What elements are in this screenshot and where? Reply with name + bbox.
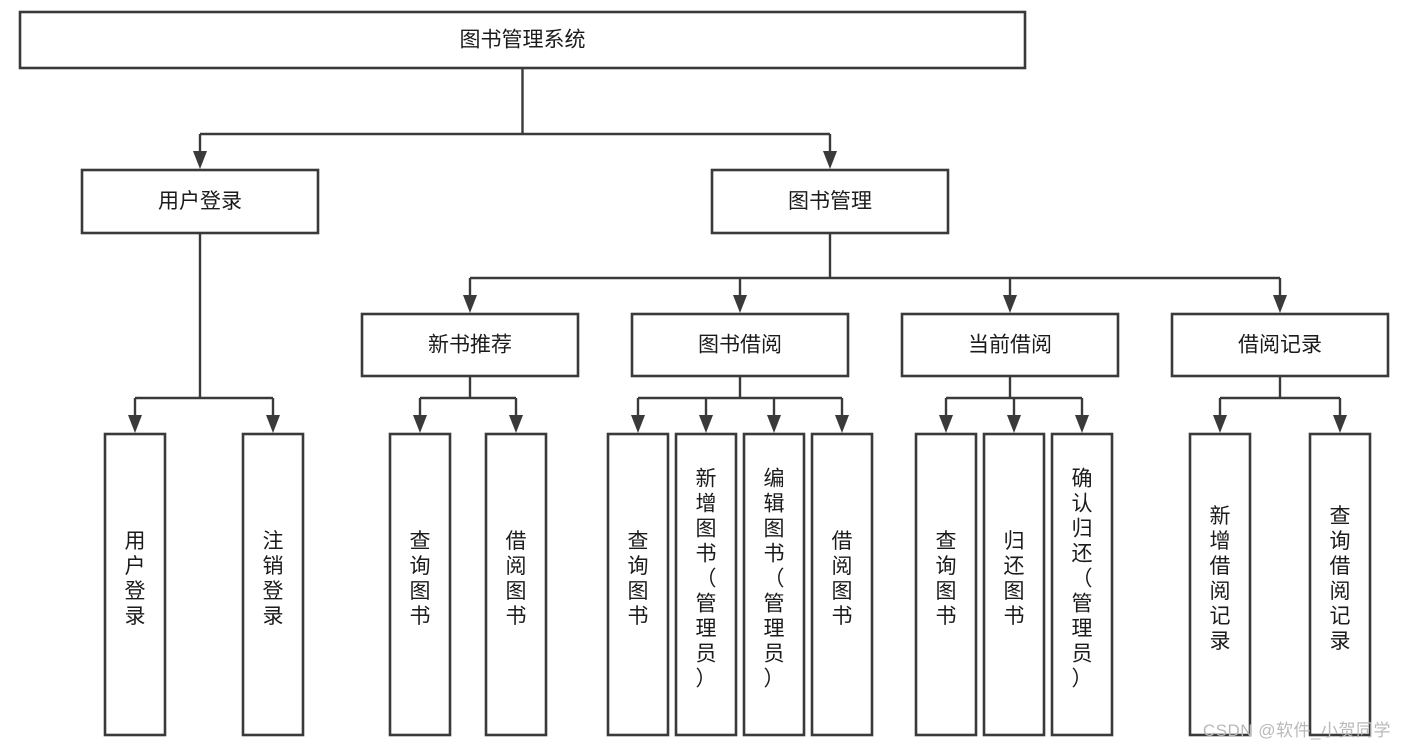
node-box-leaf-borrow-book-1[interactable]	[484, 432, 548, 737]
node-box-leaf-query-book-2[interactable]	[606, 432, 670, 737]
node-label-leaf-edit-book: 编辑图书（管理员）	[764, 468, 785, 691]
arrow-head-icon	[463, 295, 477, 313]
arrow-head-icon	[128, 415, 142, 433]
node-label-leaf-query-book-3: 查询图书	[936, 530, 957, 628]
node-current-borrow[interactable]: 当前借阅	[900, 312, 1120, 378]
node-label-leaf-query-book-2: 查询图书	[628, 530, 649, 628]
node-box-borrow-record[interactable]	[1170, 312, 1390, 378]
node-box-leaf-query-book-3[interactable]	[914, 432, 978, 737]
node-leaf-user-login[interactable]: 用户登录	[103, 432, 167, 737]
arrow-head-icon	[413, 415, 427, 433]
node-leaf-edit-book[interactable]: 编辑图书（管理员）	[742, 432, 806, 737]
node-book-manage[interactable]: 图书管理	[710, 168, 950, 235]
node-label-leaf-logout: 注销登录	[263, 530, 284, 628]
connector-layer	[128, 68, 1347, 433]
node-root[interactable]: 图书管理系统	[18, 10, 1027, 70]
node-box-leaf-edit-book[interactable]	[742, 432, 806, 737]
node-layer: 图书管理系统用户登录图书管理新书推荐图书借阅当前借阅借阅记录用户登录注销登录查询…	[18, 10, 1390, 737]
arrow-head-icon	[1007, 415, 1021, 433]
arrow-head-icon	[733, 295, 747, 313]
node-label-leaf-confirm-return: 确认归还（管理员）	[1072, 468, 1093, 691]
node-label-leaf-query-book-1: 查询图书	[410, 530, 431, 628]
node-box-leaf-user-login[interactable]	[103, 432, 167, 737]
node-new-book-rec[interactable]: 新书推荐	[360, 312, 580, 378]
node-leaf-logout[interactable]: 注销登录	[241, 432, 305, 737]
arrow-head-icon	[266, 415, 280, 433]
arrow-head-icon	[1075, 415, 1089, 433]
arrow-head-icon	[509, 415, 523, 433]
node-user-login[interactable]: 用户登录	[80, 168, 320, 235]
node-leaf-query-book-1[interactable]: 查询图书	[388, 432, 452, 737]
arrow-head-icon	[1273, 295, 1287, 313]
node-box-root[interactable]	[18, 10, 1027, 70]
node-label-root: 图书管理系统	[460, 29, 586, 52]
node-box-leaf-query-book-1[interactable]	[388, 432, 452, 737]
node-borrow-record[interactable]: 借阅记录	[1170, 312, 1390, 378]
node-box-leaf-logout[interactable]	[241, 432, 305, 737]
node-leaf-add-record[interactable]: 新增借阅记录	[1188, 432, 1252, 737]
node-box-leaf-add-book[interactable]	[674, 432, 738, 737]
node-label-book-borrow: 图书借阅	[698, 334, 782, 357]
node-label-leaf-query-record: 查询借阅记录	[1330, 505, 1351, 653]
node-box-book-manage[interactable]	[710, 168, 950, 235]
arrow-head-icon	[193, 151, 207, 169]
node-box-user-login[interactable]	[80, 168, 320, 235]
node-leaf-borrow-book-2[interactable]: 借阅图书	[810, 432, 874, 737]
arrow-head-icon	[939, 415, 953, 433]
node-leaf-return-book[interactable]: 归还图书	[982, 432, 1046, 737]
node-label-current-borrow: 当前借阅	[968, 334, 1052, 357]
node-label-leaf-return-book: 归还图书	[1004, 530, 1025, 628]
node-box-current-borrow[interactable]	[900, 312, 1120, 378]
node-box-leaf-add-record[interactable]	[1188, 432, 1252, 737]
node-label-user-login: 用户登录	[158, 190, 242, 213]
node-box-leaf-query-record[interactable]	[1308, 432, 1372, 737]
arrow-head-icon	[823, 151, 837, 169]
arrow-head-icon	[1333, 415, 1347, 433]
node-box-leaf-borrow-book-2[interactable]	[810, 432, 874, 737]
node-leaf-add-book[interactable]: 新增图书（管理员）	[674, 432, 738, 737]
arrow-head-icon	[1003, 295, 1017, 313]
arrow-head-icon	[1213, 415, 1227, 433]
node-label-leaf-user-login: 用户登录	[125, 530, 146, 628]
node-label-leaf-add-book: 新增图书（管理员）	[696, 468, 717, 691]
arrow-head-icon	[631, 415, 645, 433]
node-label-leaf-borrow-book-2: 借阅图书	[832, 530, 853, 628]
node-box-new-book-rec[interactable]	[360, 312, 580, 378]
node-book-borrow[interactable]: 图书借阅	[630, 312, 850, 378]
node-box-book-borrow[interactable]	[630, 312, 850, 378]
node-label-new-book-rec: 新书推荐	[428, 334, 512, 357]
node-box-leaf-confirm-return[interactable]	[1050, 432, 1114, 737]
node-leaf-query-book-3[interactable]: 查询图书	[914, 432, 978, 737]
node-leaf-confirm-return[interactable]: 确认归还（管理员）	[1050, 432, 1114, 737]
node-box-leaf-return-book[interactable]	[982, 432, 1046, 737]
node-leaf-query-record[interactable]: 查询借阅记录	[1308, 432, 1372, 737]
node-leaf-query-book-2[interactable]: 查询图书	[606, 432, 670, 737]
node-label-leaf-add-record: 新增借阅记录	[1210, 505, 1231, 653]
arrow-head-icon	[835, 415, 849, 433]
node-label-book-manage: 图书管理	[788, 190, 872, 213]
arrow-head-icon	[767, 415, 781, 433]
arrow-head-icon	[699, 415, 713, 433]
node-label-leaf-borrow-book-1: 借阅图书	[506, 530, 527, 628]
node-leaf-borrow-book-1[interactable]: 借阅图书	[484, 432, 548, 737]
node-label-borrow-record: 借阅记录	[1238, 334, 1322, 357]
